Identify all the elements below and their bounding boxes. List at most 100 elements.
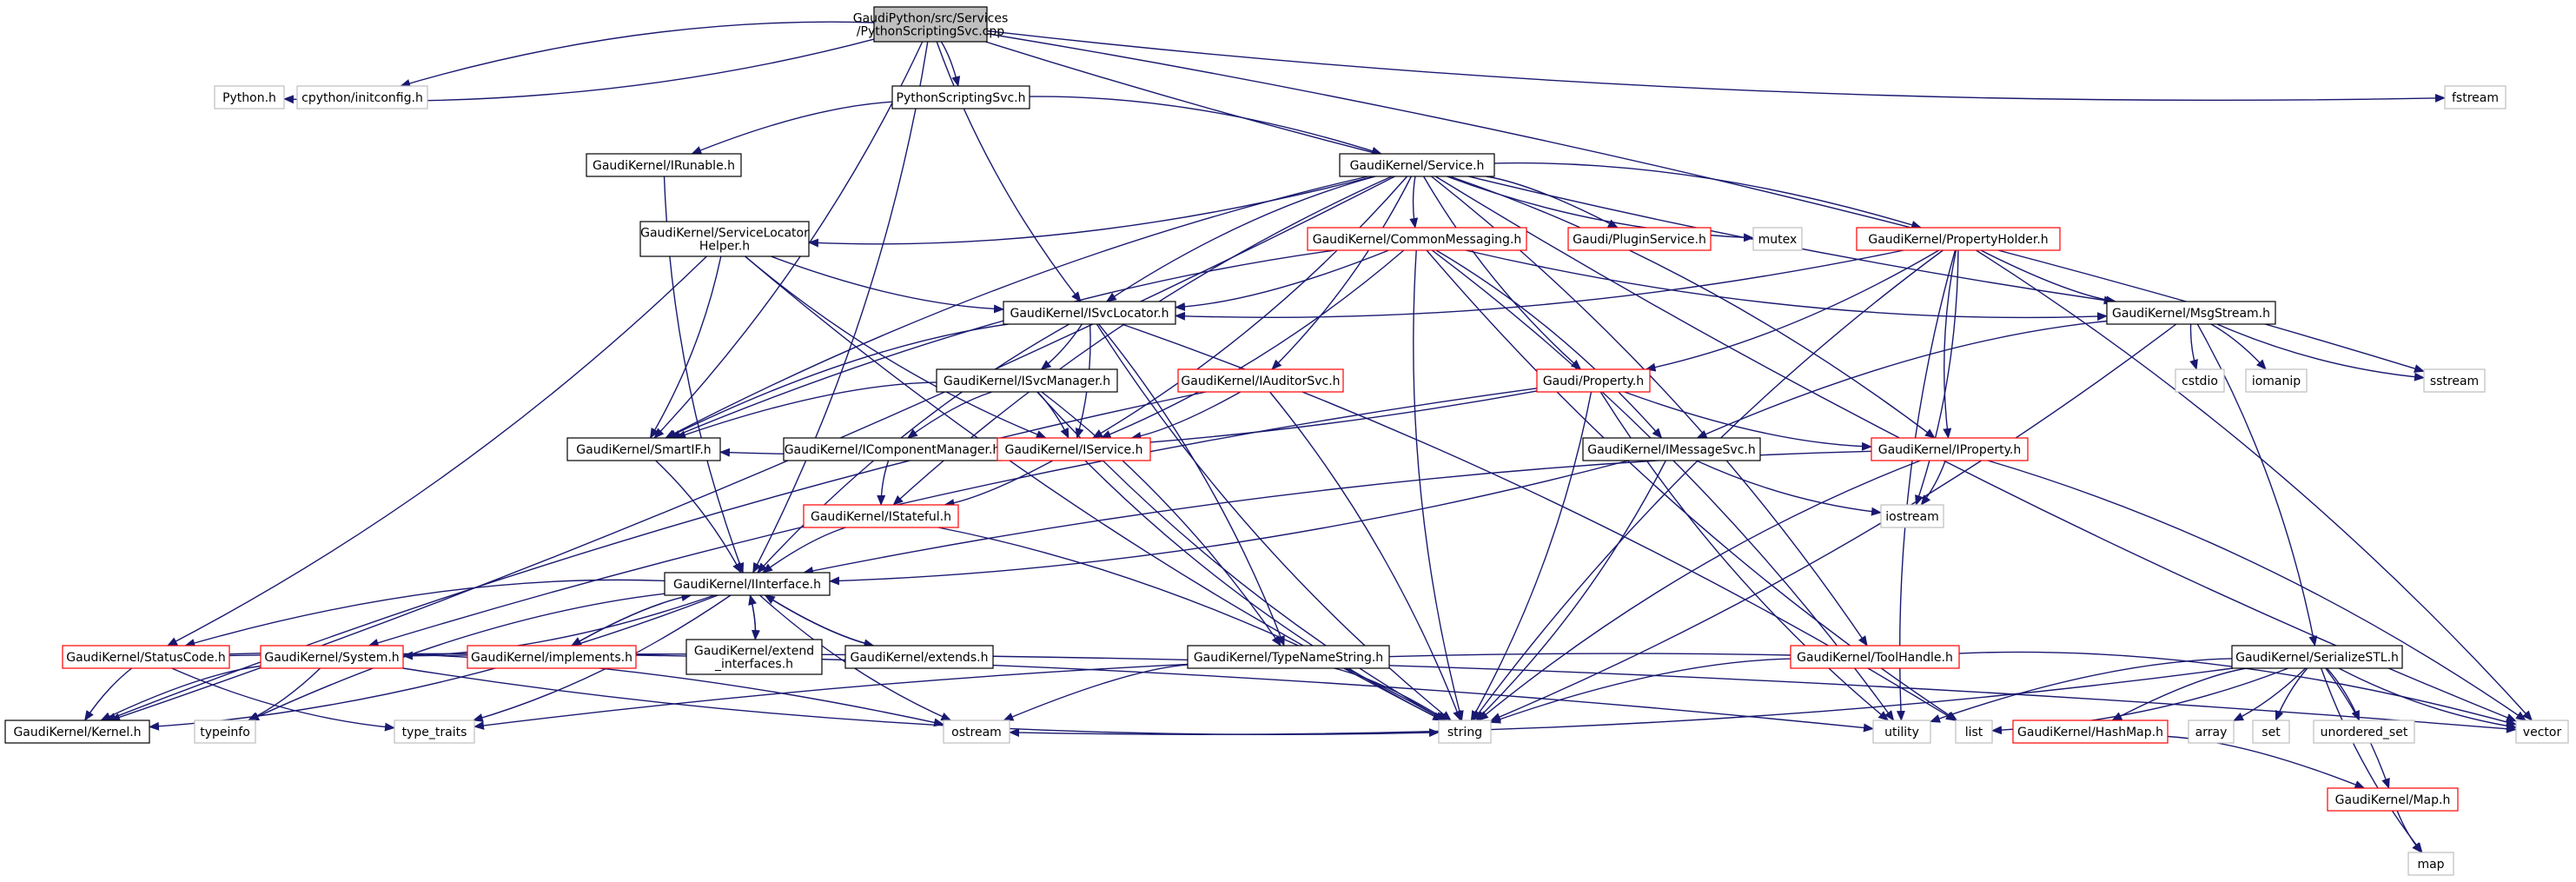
node-label: iomanip [2252,375,2301,388]
edge-service_h-to-commonmessaging [1409,176,1419,229]
edge-extends-to-iinterface [764,594,874,647]
node-box [1872,720,1931,744]
node-service_h[interactable]: GaudiKernel/Service.h [1339,153,1495,177]
edge-service_h-to-isvclocator [1105,176,1376,302]
node-iostream[interactable]: iostream [1880,504,1944,528]
node-label: GaudiKernel/IProperty.h [1878,443,2021,457]
node-label: GaudiKernel/IService.h [1005,443,1143,457]
node-typeinfo[interactable]: typeinfo [194,720,256,744]
node-label: GaudiPython/src/Services [853,12,1009,26]
node-isvclocator[interactable]: GaudiKernel/ISvcLocator.h [1003,301,1176,325]
node-cstdio[interactable]: cstdio [2175,368,2225,393]
node-gaudi_property[interactable]: Gaudi/Property.h [1536,368,1651,393]
edge-iinterface-to-type_traits [472,594,732,722]
node-typenamestring[interactable]: GaudiKernel/TypeNameString.h [1187,645,1390,669]
node-type_traits[interactable]: type_traits [394,720,475,744]
node-utility[interactable]: utility [1872,720,1931,744]
node-label: vector [2523,726,2562,739]
node-label: list [1965,726,1983,739]
node-propertyholder[interactable]: GaudiKernel/PropertyHolder.h [1856,227,2061,251]
node-isvcmanager[interactable]: GaudiKernel/ISvcManager.h [936,368,1118,393]
node-iservice[interactable]: GaudiKernel/IService.h [997,437,1151,461]
edge-implements-to-iinterface [571,593,692,647]
node-ostream[interactable]: ostream [943,720,1010,744]
node-box [214,85,285,109]
node-root[interactable]: GaudiPython/src/Services/PythonScripting… [853,6,1009,43]
node-istateful[interactable]: GaudiKernel/IStateful.h [803,504,959,528]
node-label: GaudiKernel/IMessageSvc.h [1587,443,1755,457]
node-list[interactable]: list [1955,720,1993,744]
edge-service_h-to-propertyholder [1493,162,1923,229]
edge-hashmap-to-map_h [2167,735,2366,789]
node-box [2106,301,2276,325]
node-pluginservice[interactable]: Gaudi/PluginService.h [1567,227,1712,251]
node-set[interactable]: set [2252,720,2290,744]
node-sstream[interactable]: sstream [2423,368,2486,393]
edge-propertyholder-to-string [1473,249,1944,721]
node-fstream[interactable]: fstream [2444,85,2506,109]
edge-statuscode-to-type_traits [171,667,395,732]
edge-msgstream-to-serializestl [2196,323,2318,647]
node-iauditorsvc[interactable]: GaudiKernel/IAuditorSvc.h [1177,368,1344,393]
edge-msgstream-to-imessagesvc [1696,320,2108,439]
edge-imessagesvc-to-string [1475,460,1666,721]
node-label: GaudiKernel/extends.h [851,651,989,665]
node-vector[interactable]: vector [2515,720,2569,744]
node-implements[interactable]: GaudiKernel/implements.h [467,645,637,669]
node-iproperty[interactable]: GaudiKernel/IProperty.h [1871,437,2029,461]
node-irunable[interactable]: GaudiKernel/IRunable.h [586,153,742,177]
edge-msgstream-to-string [1490,323,2177,721]
node-box [1177,368,1344,393]
edge-service_h-to-iauditorsvc [1271,176,1413,370]
node-statuscode[interactable]: GaudiKernel/StatusCode.h [62,645,230,669]
node-label: string [1447,726,1482,739]
edge-commonmessaging-to-msgstream [1465,249,2108,322]
node-system_h[interactable]: GaudiKernel/System.h [260,645,404,669]
node-map_h[interactable]: GaudiKernel/Map.h [2327,787,2459,812]
node-box [1003,301,1176,325]
node-string[interactable]: string [1438,720,1492,744]
node-label: cstdio [2182,375,2218,388]
node-extend_interfaces[interactable]: GaudiKernel/extend_interfaces.h [685,639,823,675]
node-smartif[interactable]: GaudiKernel/SmartIF.h [566,437,721,461]
node-unordered_set[interactable]: unordered_set [2313,720,2415,744]
node-iomanip[interactable]: iomanip [2245,368,2308,393]
node-python_h[interactable]: Python.h [214,85,285,109]
edge-service_h-to-gaudi_property [1422,176,1582,370]
node-label: sstream [2430,375,2479,388]
node-toolhandle[interactable]: GaudiKernel/ToolHandle.h [1790,645,1960,669]
edge-iproperty-to-string [1478,460,1921,721]
edge-isvclocator-to-typenamestring [1098,323,1285,647]
node-label: GaudiKernel/Kernel.h [13,726,141,739]
edge-iservice-to-string [1084,460,1444,721]
node-iinterface[interactable]: GaudiKernel/IInterface.h [664,572,831,596]
node-box [1307,227,1527,251]
node-imessagesvc[interactable]: GaudiKernel/IMessageSvc.h [1582,437,1761,461]
node-box [943,720,1010,744]
node-icomponentmanager[interactable]: GaudiKernel/IComponentManager.h [783,437,1002,461]
edge-icomponentmanager-to-istateful [877,460,890,506]
node-kernel_h[interactable]: GaudiKernel/Kernel.h [4,720,150,744]
node-map[interactable]: map [2407,852,2454,876]
node-label: GaudiKernel/ISvcManager.h [944,375,1110,388]
node-array[interactable]: array [2188,720,2235,744]
dependency-edges [84,21,2533,853]
node-cpython_initconfig[interactable]: cpython/initconfig.h [296,85,428,109]
edge-service_h-to-iservice [1092,176,1408,439]
node-extends[interactable]: GaudiKernel/extends.h [844,645,994,669]
node-serializestl[interactable]: GaudiKernel/SerializeSTL.h [2231,645,2403,669]
node-box [1567,227,1712,251]
node-commonmessaging[interactable]: GaudiKernel/CommonMessaging.h [1307,227,1527,251]
edge-system_h-to-string [402,667,1440,738]
edge-msgstream-to-sstream [2216,323,2425,381]
edge-serializestl-to-set [2275,667,2308,721]
node-hashmap[interactable]: GaudiKernel/HashMap.h [2012,720,2169,744]
node-pythonscriptingsvc_h[interactable]: PythonScriptingSvc.h [891,85,1030,109]
node-box [2407,852,2454,876]
node-mutex[interactable]: mutex [1752,227,1803,251]
node-box [664,572,831,596]
edge-service_h-to-smartif [665,176,1368,439]
node-msgstream[interactable]: GaudiKernel/MsgStream.h [2106,301,2276,325]
edge-commonmessaging-to-imessagesvc [1435,249,1663,439]
